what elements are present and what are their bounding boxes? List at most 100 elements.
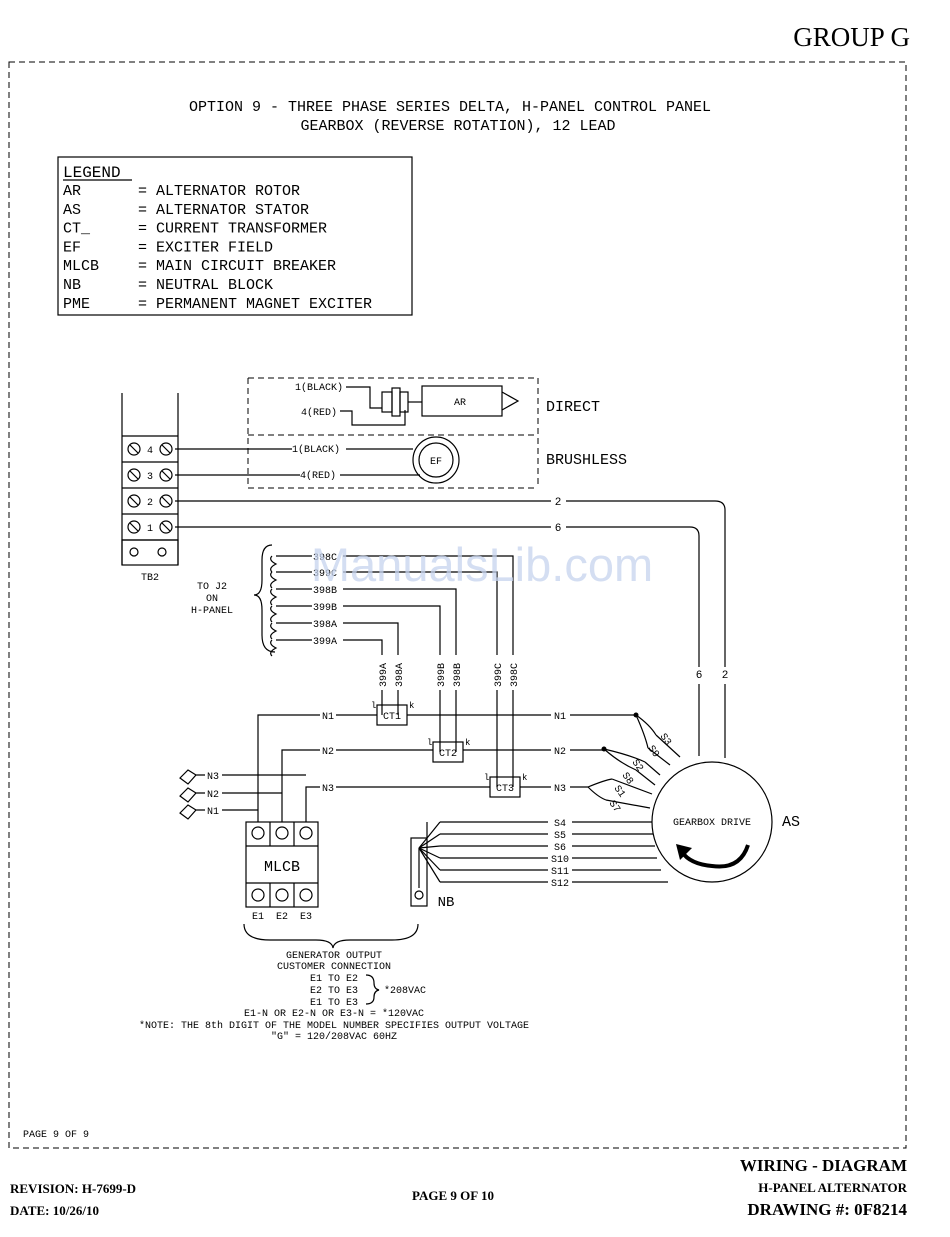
n1-right-label: N1 — [554, 712, 566, 723]
legend-desc: = NEUTRAL BLOCK — [138, 277, 273, 294]
e-conn-1: E1 TO E2 — [310, 974, 358, 985]
ct-vert-label: 399B — [437, 663, 448, 687]
legend-code: PME — [63, 296, 90, 313]
inner-page-label: PAGE 9 OF 9 — [23, 1130, 89, 1141]
legend-desc: = MAIN CIRCUIT BREAKER — [138, 258, 336, 275]
ct-vert-label: 399A — [379, 663, 390, 687]
legend-code: MLCB — [63, 258, 99, 275]
ct-wire-label: 399A — [313, 637, 337, 648]
ar-wire-black: 1(BLACK) — [295, 382, 343, 394]
en-line: E1-N OR E2-N OR E3-N = *120VAC — [244, 1008, 424, 1020]
stator-lead-label: S4 — [554, 819, 566, 830]
wire-6-label: 6 — [555, 523, 562, 535]
stator-lead-label: S12 — [551, 879, 569, 890]
wiring-diagram-title: WIRING - DIAGRAM — [739, 1156, 907, 1175]
input-n2: N2 — [207, 790, 219, 801]
ct3-l: l — [484, 773, 489, 783]
nb-label: NB — [438, 895, 455, 911]
input-n1: N1 — [207, 807, 219, 818]
legend-code: NB — [63, 277, 81, 294]
input-lines: N3 N2 N1 — [179, 769, 306, 820]
e2-label: E2 — [276, 912, 288, 923]
diagram-title-line2: GEARBOX (REVERSE ROTATION), 12 LEAD — [300, 118, 615, 135]
input-n3: N3 — [207, 772, 219, 783]
ct-wire-label: 398C — [313, 553, 337, 564]
wire-6-vert-label: 6 — [696, 670, 703, 682]
stator-lead-label: S5 — [554, 831, 566, 842]
ct-vert-label: 398A — [395, 663, 406, 687]
stator-lead-label: S10 — [551, 855, 569, 866]
ct2 — [432, 741, 464, 763]
stator-lead-label: S1 — [611, 784, 627, 800]
mlcb-label: MLCB — [264, 859, 300, 876]
drawing-number: DRAWING #: 0F8214 — [747, 1200, 907, 1219]
gearbox-drive-label: GEARBOX DRIVE — [673, 818, 751, 829]
output-notes: GENERATOR OUTPUT CUSTOMER CONNECTION E1 … — [139, 951, 529, 1043]
legend-desc: = CURRENT TRANSFORMER — [138, 221, 327, 238]
n3-right-label: N3 — [554, 784, 566, 795]
diagram-title-line1: OPTION 9 - THREE PHASE SERIES DELTA, H-P… — [189, 99, 711, 116]
legend-desc: = ALTERNATOR STATOR — [138, 202, 309, 219]
legend-code: CT_ — [63, 221, 91, 238]
e3-label: E3 — [300, 912, 312, 923]
excitation-options: DIRECT BRUSHLESS 1(BLACK) 4(RED) AR EF — [247, 377, 627, 489]
terminal-screw — [127, 468, 141, 482]
n2-left-label: N2 — [322, 747, 334, 758]
ct1-l: l — [371, 701, 376, 711]
e1-label: E1 — [252, 912, 264, 923]
stator-lead-label: S3 — [657, 732, 673, 748]
terminal-screw — [127, 442, 141, 456]
stator-lead-label: S11 — [551, 867, 569, 878]
ct-wire-label: 398B — [313, 586, 337, 597]
hpanel-line3: H-PANEL — [191, 606, 233, 617]
e-conn-2: E2 TO E3 — [310, 986, 358, 997]
main-circuit-breaker: MLCB E1 E2 E3 — [243, 821, 419, 949]
alternator-stator: GEARBOX DRIVE AS — [651, 761, 800, 883]
legend-heading: LEGEND — [63, 164, 121, 182]
current-transformers: CT1 CT2 CT3 l k l k l k N1 N1 N2 N2 N3 N… — [257, 701, 681, 822]
output-line2: CUSTOMER CONNECTION — [277, 962, 391, 973]
ct3-label: CT3 — [496, 784, 514, 795]
wiring-diagram-subtitle: H-PANEL ALTERNATOR — [758, 1180, 907, 1195]
ct3-k: k — [522, 773, 527, 783]
n1-left-label: N1 — [322, 712, 334, 723]
group-label: GROUP G — [793, 22, 910, 52]
ct-wire-label: 399B — [313, 603, 337, 614]
brushless-label: BRUSHLESS — [546, 452, 627, 469]
legend-desc: = PERMANENT MAGNET EXCITER — [138, 296, 372, 313]
ct1-label: CT1 — [383, 712, 401, 723]
direct-label: DIRECT — [546, 399, 600, 416]
ct-vert-label: 398B — [453, 663, 464, 687]
n3-left-label: N3 — [322, 784, 334, 795]
g-line: "G" = 120/208VAC 60HZ — [271, 1031, 397, 1043]
alternator-rotor — [421, 385, 503, 417]
hpanel-line1: TO J2 — [197, 582, 227, 593]
ct2-label: CT2 — [439, 749, 457, 760]
ef-wire-red: 4(RED) — [300, 470, 336, 482]
ct1-k: k — [409, 701, 414, 711]
tb-terminal-number: 4 — [147, 446, 153, 457]
v208-label: *208VAC — [384, 985, 426, 997]
ct2-l: l — [427, 738, 432, 748]
tb2-label: TB2 — [141, 573, 159, 584]
ct2-k: k — [465, 738, 470, 748]
output-line1: GENERATOR OUTPUT — [286, 951, 382, 962]
as-label: AS — [782, 814, 800, 831]
hpanel-line2: ON — [206, 594, 218, 605]
watermark: ManualsLib.com — [311, 538, 653, 591]
revision: REVISION: H-7699-D — [10, 1181, 137, 1196]
ar-label: AR — [454, 398, 466, 409]
ct-wire-label: 399C — [313, 569, 337, 580]
date: DATE: 10/26/10 — [10, 1203, 99, 1218]
n2-right-label: N2 — [554, 747, 566, 758]
stator-lead-label: S6 — [554, 843, 566, 854]
legend-code: EF — [63, 239, 81, 256]
voltage-note: *NOTE: THE 8th DIGIT OF THE MODEL NUMBER… — [139, 1020, 529, 1032]
legend-code: AR — [63, 183, 81, 200]
wire-2-vert-label: 2 — [722, 670, 729, 682]
